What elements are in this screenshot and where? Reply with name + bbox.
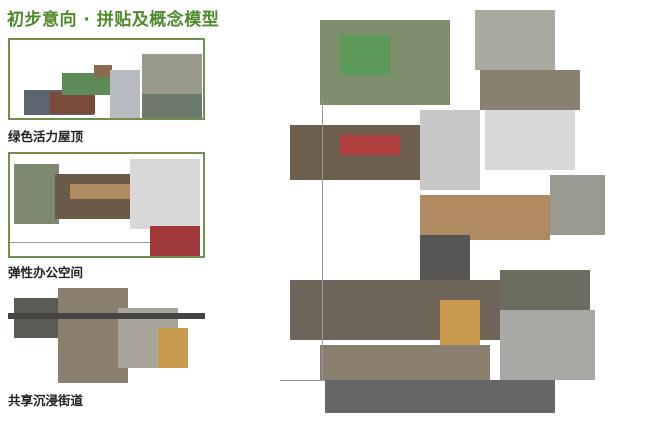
collage-image: [150, 226, 200, 256]
panel-flexible-office-collage: [8, 152, 205, 258]
collage-image: [50, 92, 95, 114]
collage-image: [58, 288, 128, 383]
collage-image: [94, 65, 112, 77]
collage-image: [110, 70, 140, 118]
page-title: 初步意向 · 拼贴及概念模型: [7, 10, 220, 30]
panel-label-green-roof: 绿色活力屋顶: [8, 129, 84, 144]
panel-label-shared-street: 共享沉浸街道: [8, 393, 84, 408]
collage-image: [142, 54, 202, 94]
collage-image: [14, 164, 59, 224]
panel-shared-street-collage: [8, 288, 205, 383]
collage-image: [70, 184, 130, 199]
collage-image: [8, 313, 205, 319]
panel-label-flexible-office: 弹性办公空间: [8, 265, 84, 280]
collage-image: [130, 159, 200, 229]
collage-image: [62, 73, 112, 95]
collage-image: [142, 94, 202, 118]
panel-green-roof-collage: [8, 38, 205, 120]
collage-image: [158, 328, 188, 368]
concept-model-section: [280, 10, 610, 415]
